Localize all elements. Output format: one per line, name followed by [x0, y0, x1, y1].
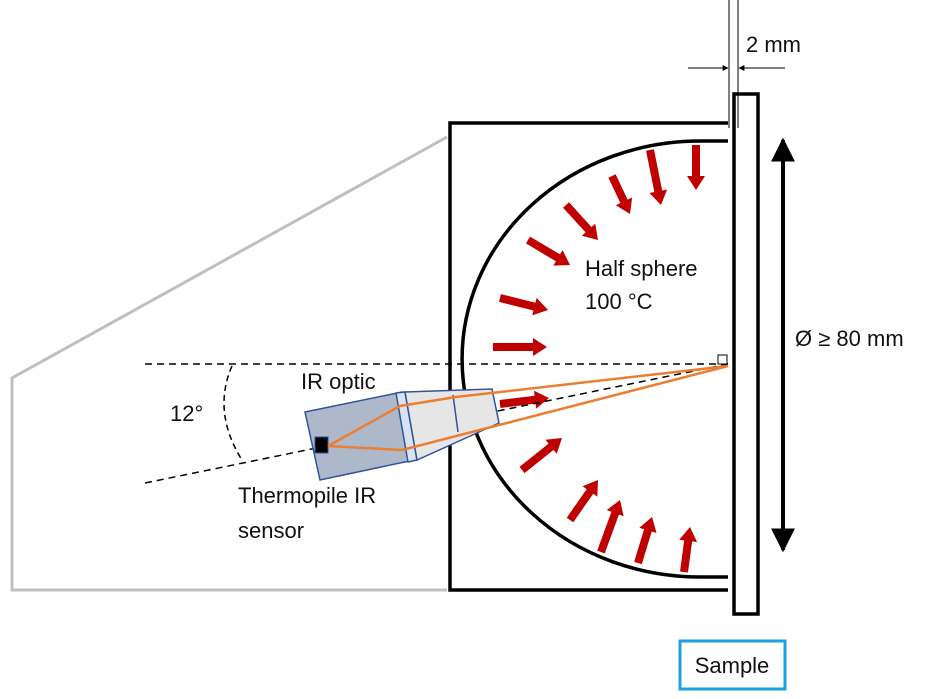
- heat-radiation-arrow: [634, 517, 657, 565]
- heat-radiation-arrow: [519, 438, 562, 474]
- sample-plate: [732, 92, 760, 616]
- heat-radiation-arrow: [499, 294, 548, 316]
- diameter-label: Ø ≥ 80 mm: [795, 326, 904, 351]
- heat-radiation-arrow: [493, 338, 547, 356]
- sphere-label-line2: 100 °C: [585, 289, 653, 314]
- thermopile-detector: [314, 436, 329, 454]
- sensor-label-line1: Thermopile IR: [238, 483, 376, 508]
- angle-label: 12°: [170, 401, 203, 426]
- heat-radiation-arrow: [608, 174, 633, 214]
- heat-radiation-arrow: [525, 236, 570, 266]
- heat-radiation-arrow: [563, 202, 598, 240]
- beam-lower: [327, 364, 729, 452]
- sensor-label-line2: sensor: [238, 518, 304, 543]
- sphere-label-line1: Half sphere: [585, 256, 698, 281]
- chamber-box: [448, 121, 728, 592]
- heat-radiation-arrow: [646, 149, 668, 205]
- gap-label: 2 mm: [746, 32, 801, 57]
- heat-radiation-arrow: [597, 500, 624, 554]
- beam-upper: [327, 364, 729, 448]
- housing-outline: [10, 135, 448, 592]
- heat-radiation-arrow: [499, 390, 549, 409]
- heat-radiation-arrow: [687, 145, 705, 190]
- optical-axis-line: [144, 363, 729, 484]
- angle-arc: [223, 365, 243, 461]
- heat-radiation-arrow: [566, 480, 598, 523]
- optic-label: IR optic: [301, 369, 376, 394]
- heat-arrows: [493, 145, 705, 573]
- half-sphere: [460, 139, 728, 579]
- sample-label-box: [678, 639, 787, 691]
- measurement-spot: [717, 354, 728, 365]
- heat-radiation-arrow: [679, 527, 698, 573]
- sample-label: Sample: [695, 653, 770, 678]
- gap-dimension: [688, 0, 785, 128]
- optic-divider: [452, 394, 459, 433]
